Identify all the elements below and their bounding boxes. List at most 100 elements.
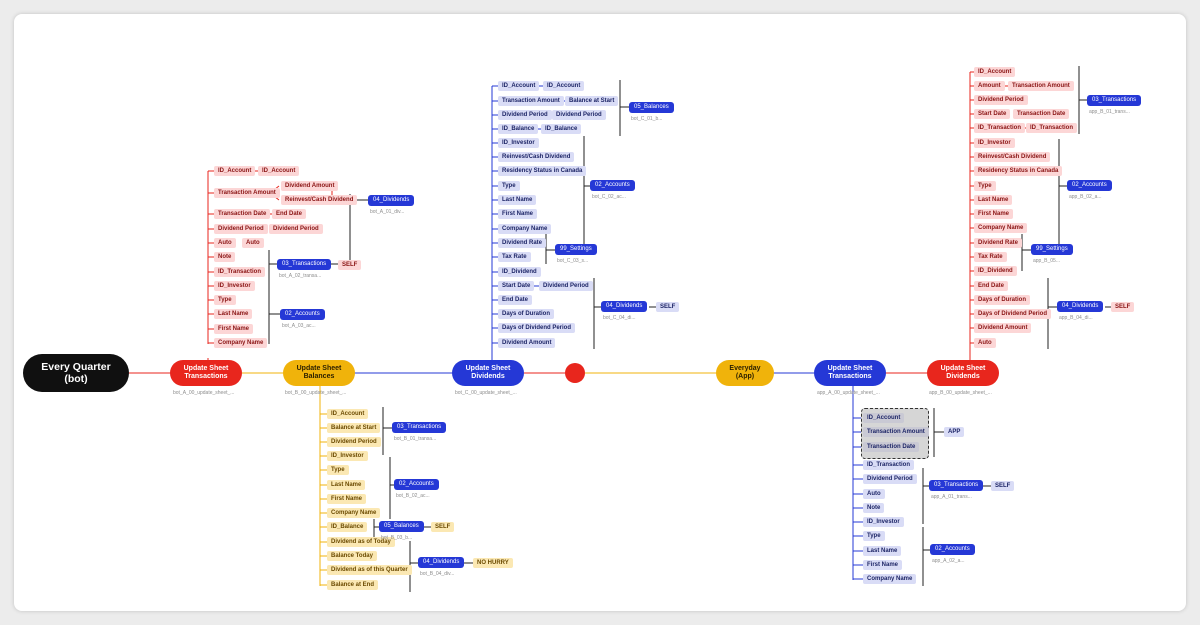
field-node[interactable]: Dividend Period <box>552 110 606 120</box>
field-node[interactable]: Auto <box>974 338 996 348</box>
field-node[interactable]: Transaction Amount <box>863 427 929 437</box>
field-node[interactable]: Reinvest/Cash Dividend <box>498 152 575 162</box>
field-node[interactable]: Dividend Period <box>498 110 552 120</box>
field-node[interactable]: Dividend Amount <box>498 338 556 348</box>
field-node[interactable]: Last Name <box>327 480 366 490</box>
field-node[interactable]: ID_Dividend <box>974 266 1017 276</box>
field-node[interactable]: Start Date <box>974 109 1011 119</box>
target-sheet-tag[interactable]: 03_Transactions <box>1087 95 1142 106</box>
field-node[interactable]: Dividend Period <box>863 474 917 484</box>
target-sheet-tag[interactable]: 05_Balances <box>629 102 674 113</box>
field-node[interactable]: Reinvest/Cash Dividend <box>974 152 1051 162</box>
target-sheet-tag[interactable]: 04_Dividends <box>601 301 648 312</box>
field-node[interactable]: ID_Account <box>974 67 1016 77</box>
field-node[interactable]: Dividend Amount <box>281 181 339 191</box>
field-node[interactable]: ID_Dividend <box>498 267 541 277</box>
field-node[interactable]: First Name <box>498 209 538 219</box>
field-node[interactable]: ID_Investor <box>863 517 904 527</box>
field-node[interactable]: Balance Today <box>327 551 377 561</box>
field-node[interactable]: ID_Investor <box>498 138 539 148</box>
field-node[interactable]: ID_Account <box>498 81 540 91</box>
field-node[interactable]: ID_Balance <box>327 522 368 532</box>
field-node[interactable]: Dividend Rate <box>974 238 1023 248</box>
field-node[interactable]: Transaction Amount <box>1008 81 1074 91</box>
field-node[interactable]: Type <box>214 295 236 305</box>
field-node[interactable]: End Date <box>974 281 1009 291</box>
field-node[interactable]: Start Date <box>498 281 535 291</box>
field-node[interactable]: End Date <box>498 295 533 305</box>
field-node[interactable]: Dividend Rate <box>498 238 547 248</box>
field-node[interactable]: Tax Rate <box>974 252 1007 262</box>
field-node[interactable]: Tax Rate <box>498 252 531 262</box>
field-node[interactable]: Dividend as of this Quarter <box>327 565 412 575</box>
field-node[interactable]: First Name <box>214 324 254 334</box>
field-node[interactable]: Type <box>863 531 885 541</box>
field-node[interactable]: Type <box>974 181 996 191</box>
field-node[interactable]: ID_Account <box>214 166 256 176</box>
field-node[interactable]: Last Name <box>498 195 537 205</box>
field-node[interactable]: Transaction Amount <box>498 96 564 106</box>
field-node[interactable]: Note <box>214 252 236 262</box>
target-sheet-tag[interactable]: 02_Accounts <box>930 544 975 555</box>
target-sheet-tag[interactable]: 05_Balances <box>379 521 424 532</box>
field-node[interactable]: ID_Account <box>258 166 300 176</box>
field-node[interactable]: Type <box>327 465 349 475</box>
field-node[interactable]: Company Name <box>327 508 381 518</box>
field-node[interactable]: Balance at Start <box>327 423 381 433</box>
field-node[interactable]: ID_Transaction <box>974 123 1026 133</box>
field-node[interactable]: First Name <box>327 494 367 504</box>
field-node[interactable]: ID_Account <box>863 413 905 423</box>
field-node[interactable]: ID_Investor <box>327 451 368 461</box>
root-every-quarter-bot[interactable]: Every Quarter(bot) <box>23 354 129 392</box>
field-node[interactable]: Balance at Start <box>565 96 619 106</box>
field-node[interactable]: Auto <box>863 489 885 499</box>
field-node[interactable]: ID_Investor <box>214 281 255 291</box>
field-node[interactable]: Company Name <box>863 574 917 584</box>
field-node[interactable]: Last Name <box>863 546 902 556</box>
target-sheet-tag[interactable]: 04_Dividends <box>1057 301 1104 312</box>
field-node[interactable]: Auto <box>242 238 264 248</box>
field-node[interactable]: Transaction Date <box>214 209 271 219</box>
field-node[interactable]: Company Name <box>974 223 1028 233</box>
target-sheet-tag[interactable]: 99_Settings <box>1031 244 1073 255</box>
target-sheet-tag[interactable]: 02_Accounts <box>590 180 635 191</box>
field-node[interactable]: ID_Investor <box>974 138 1015 148</box>
target-sheet-tag[interactable]: 02_Accounts <box>1067 180 1112 191</box>
field-node[interactable]: Dividend Period <box>539 281 593 291</box>
field-node[interactable]: Transaction Amount <box>214 188 280 198</box>
field-node[interactable]: Type <box>498 181 520 191</box>
target-sheet-tag[interactable]: 02_Accounts <box>394 479 439 490</box>
target-sheet-tag[interactable]: 03_Transactions <box>277 259 332 270</box>
field-node[interactable]: Residency Status in Canada <box>498 166 587 176</box>
field-node[interactable]: ID_Balance <box>498 124 539 134</box>
field-node[interactable]: Dividend Period <box>974 95 1028 105</box>
target-sheet-tag[interactable]: 99_Settings <box>555 244 597 255</box>
target-sheet-tag[interactable]: 04_Dividends <box>418 557 465 568</box>
field-node[interactable]: Auto <box>214 238 236 248</box>
field-node[interactable]: ID_Transaction <box>1026 123 1078 133</box>
field-node[interactable]: Transaction Date <box>863 442 920 452</box>
target-sheet-tag[interactable]: 03_Transactions <box>929 480 984 491</box>
field-node[interactable]: Residency Status in Canada <box>974 166 1063 176</box>
field-node[interactable]: First Name <box>863 560 903 570</box>
field-node[interactable]: Days of Dividend Period <box>498 323 576 333</box>
field-node[interactable]: Dividend Period <box>269 224 323 234</box>
field-node[interactable]: First Name <box>974 209 1014 219</box>
field-node[interactable]: Days of Duration <box>498 309 555 319</box>
field-node[interactable]: Transaction Date <box>1013 109 1070 119</box>
field-node[interactable]: Dividend as of Today <box>327 537 395 547</box>
target-sheet-tag[interactable]: 02_Accounts <box>280 309 325 320</box>
field-node[interactable]: Last Name <box>214 309 253 319</box>
stage-everyday-app[interactable]: Everyday(App) <box>716 360 774 386</box>
field-node[interactable]: ID_Transaction <box>863 460 915 470</box>
field-node[interactable]: ID_Account <box>543 81 585 91</box>
field-node[interactable]: Dividend Amount <box>974 323 1032 333</box>
target-sheet-tag[interactable]: 03_Transactions <box>392 422 447 433</box>
field-node[interactable]: ID_Account <box>327 409 369 419</box>
